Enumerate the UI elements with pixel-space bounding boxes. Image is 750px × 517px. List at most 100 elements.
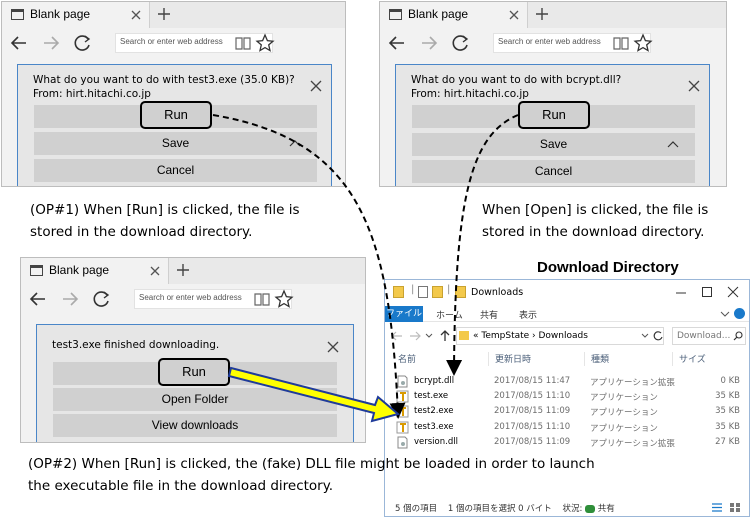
refresh-icon[interactable] — [72, 32, 94, 54]
op2-caption-line2: the executable file in the download dire… — [28, 478, 334, 494]
chevron-up-icon[interactable] — [667, 140, 679, 149]
view-downloads-button[interactable]: View downloads — [53, 414, 337, 437]
browser-tab[interactable]: Blank page — [2, 2, 150, 28]
back-icon[interactable] — [27, 288, 49, 310]
minimize-icon[interactable] — [675, 287, 687, 299]
favorite-star-icon[interactable] — [273, 288, 295, 310]
file-name: test.exe — [414, 391, 449, 401]
forward-icon[interactable] — [40, 32, 62, 54]
file-type: アプリケーション拡張 — [590, 378, 675, 388]
forward-icon[interactable] — [409, 330, 421, 342]
status-item-count: 5 個の項目 — [395, 504, 438, 514]
save-button[interactable]: Save — [34, 132, 317, 155]
refresh-icon[interactable] — [91, 288, 113, 310]
close-tab-icon[interactable] — [128, 7, 144, 23]
file-date: 2017/08/15 11:10 — [494, 391, 571, 401]
save-button[interactable]: Save — [412, 133, 695, 156]
ribbon-tab-file[interactable]: ファイル — [385, 306, 423, 322]
nav-bar: Search or enter web address — [380, 28, 726, 58]
column-header-name[interactable]: 名前 — [398, 355, 417, 365]
chevron-up-icon[interactable] — [289, 139, 301, 148]
properties-icon[interactable] — [418, 286, 428, 298]
favorite-star-icon[interactable] — [632, 32, 654, 54]
cancel-button[interactable]: Cancel — [34, 159, 317, 182]
cancel-button[interactable]: Cancel — [412, 160, 695, 183]
file-date: 2017/08/15 11:47 — [494, 376, 571, 386]
maximize-icon[interactable] — [701, 286, 713, 298]
chevron-down-icon[interactable] — [720, 309, 730, 319]
column-divider — [584, 352, 585, 366]
download-source: From: hirt.hitachi.co.jp — [33, 88, 151, 100]
reading-view-icon[interactable] — [251, 288, 273, 310]
cancel-label: Cancel — [534, 164, 573, 178]
exe-icon — [396, 405, 409, 418]
reading-view-icon[interactable] — [610, 32, 632, 54]
file-size: 0 KB — [720, 376, 740, 386]
new-tab-icon[interactable] — [155, 5, 173, 23]
new-tab-icon[interactable] — [174, 261, 192, 279]
folder-icon — [459, 331, 469, 340]
chevron-down-icon[interactable] — [641, 332, 649, 340]
forward-icon[interactable] — [418, 32, 440, 54]
open-folder-button[interactable]: Open Folder — [53, 388, 337, 411]
favorite-star-icon[interactable] — [254, 32, 276, 54]
refresh-icon[interactable] — [450, 32, 472, 54]
run-label: Run — [542, 107, 566, 122]
page-icon — [30, 265, 43, 276]
large-icons-view-icon[interactable] — [729, 502, 741, 513]
back-icon[interactable] — [391, 330, 403, 342]
dll-icon — [397, 436, 408, 449]
run-label: Run — [182, 364, 206, 379]
status-shared: 共有 — [597, 504, 615, 514]
close-icon[interactable] — [727, 286, 739, 298]
close-icon[interactable] — [309, 79, 323, 93]
ribbon-tab-view[interactable]: 表示 — [519, 311, 538, 321]
close-tab-icon[interactable] — [506, 7, 522, 23]
browser-window-exe: Blank page Search or enter web address W… — [1, 1, 346, 187]
run-button[interactable]: Run — [518, 101, 590, 129]
title-separator: | — [411, 284, 415, 295]
nav-bar: Search or enter web address — [2, 28, 345, 58]
column-header-size[interactable]: サイズ — [679, 355, 706, 365]
dll-icon — [397, 375, 408, 388]
file-date: 2017/08/15 11:10 — [494, 422, 571, 432]
ribbon-tab-share[interactable]: 共有 — [480, 311, 499, 321]
recent-locations-icon[interactable] — [425, 332, 433, 340]
save-label: Save — [539, 137, 568, 151]
run-button[interactable]: Run — [158, 358, 230, 386]
help-icon[interactable] — [734, 308, 745, 319]
up-icon[interactable] — [439, 329, 451, 342]
close-tab-icon[interactable] — [147, 263, 163, 279]
close-icon[interactable] — [326, 340, 340, 354]
browser-tab[interactable]: Blank page — [380, 2, 528, 28]
refresh-icon[interactable] — [653, 330, 663, 341]
explorer-path[interactable]: « TempState › Downloads — [456, 327, 664, 345]
op1-caption-line2: stored in the download directory. — [30, 224, 253, 240]
address-bar[interactable]: Search or enter web address — [493, 33, 651, 53]
details-view-icon[interactable] — [711, 502, 723, 513]
file-name: version.dll — [414, 437, 458, 447]
ribbon-tab-home[interactable]: ホーム — [436, 311, 463, 321]
forward-icon[interactable] — [59, 288, 81, 310]
address-placeholder: Search or enter web address — [120, 37, 223, 46]
file-size: 35 KB — [715, 422, 740, 432]
back-icon[interactable] — [8, 32, 30, 54]
folder-icon — [455, 286, 466, 298]
reading-view-icon[interactable] — [232, 32, 254, 54]
ribbon-tabs: ファイル ホーム 共有 表示 — [385, 306, 749, 322]
back-icon[interactable] — [386, 32, 408, 54]
browser-tab[interactable]: Blank page — [21, 258, 169, 284]
close-icon[interactable] — [687, 79, 701, 93]
address-bar[interactable]: Search or enter web address — [115, 33, 273, 53]
new-tab-icon[interactable] — [533, 5, 551, 23]
run-button[interactable]: Run — [140, 101, 212, 129]
column-header-date[interactable]: 更新日時 — [495, 355, 532, 365]
new-folder-icon[interactable] — [432, 286, 443, 298]
column-header-type[interactable]: 種類 — [591, 355, 610, 365]
explorer-search-input[interactable]: Download... — [672, 327, 746, 345]
